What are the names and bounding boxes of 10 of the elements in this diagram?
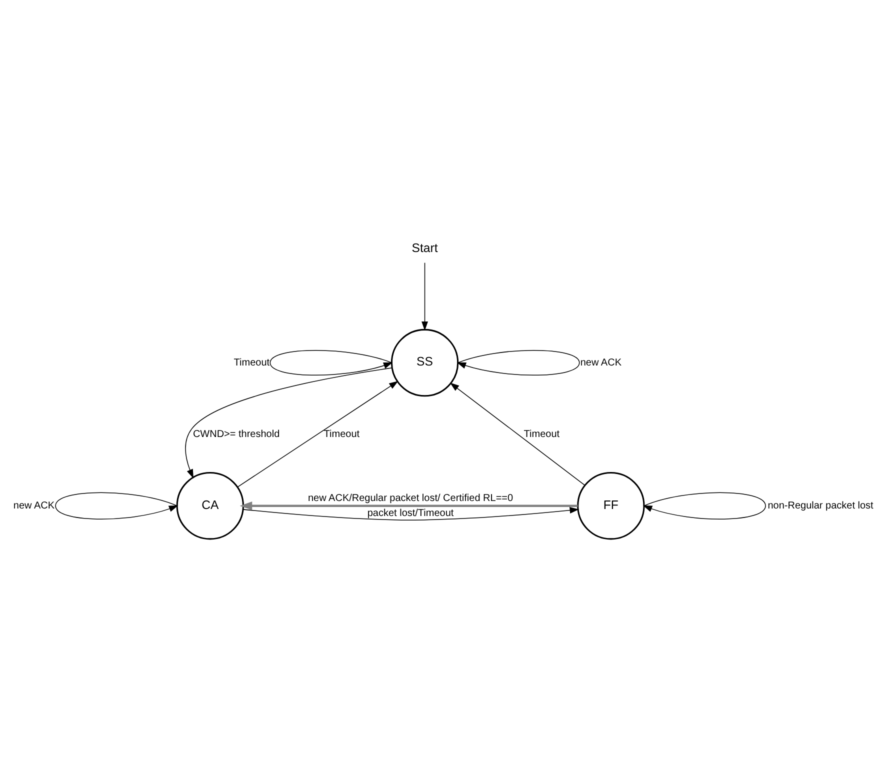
node-text: Start bbox=[412, 240, 438, 255]
edge-label: non-Regular packet lost bbox=[768, 500, 874, 512]
edge-label: Timeout bbox=[234, 357, 270, 368]
edge-label: new ACK bbox=[13, 500, 55, 512]
edge-label: Timeout bbox=[524, 428, 560, 440]
edge-label: Timeout bbox=[324, 428, 360, 440]
edge-label: new ACK/Regular packet lost/ Certified RL==0 bbox=[308, 492, 514, 504]
edge-label: CWND>= threshold bbox=[192, 428, 280, 440]
edge-label: new ACK bbox=[580, 357, 622, 368]
edge-label: packet lost/Timeout bbox=[367, 508, 454, 520]
